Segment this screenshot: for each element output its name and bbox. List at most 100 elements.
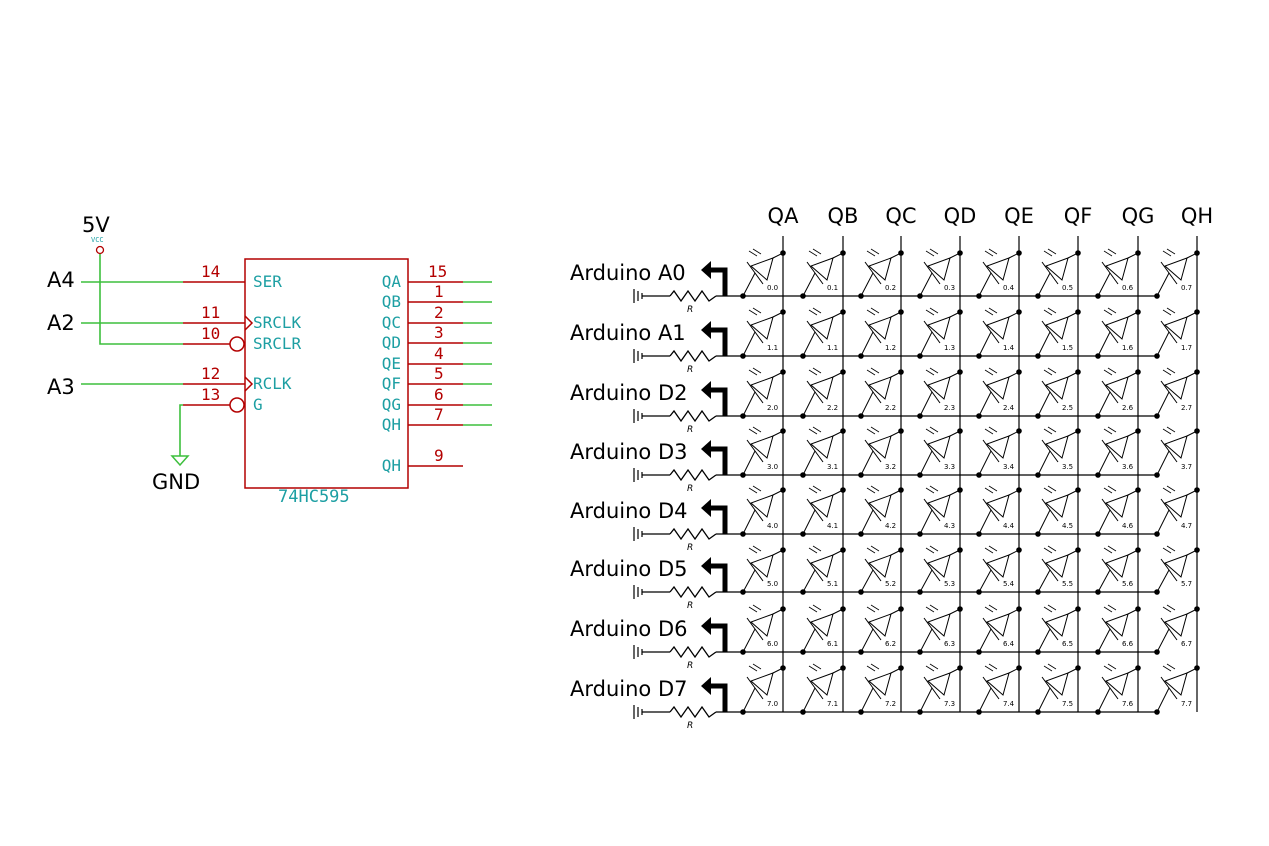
led-lead xyxy=(1008,667,1020,674)
led-label: 3.6 xyxy=(1122,463,1134,471)
led-icon xyxy=(810,376,834,400)
pin-name-qh-serial: QH xyxy=(382,456,401,475)
led-lead xyxy=(1097,628,1111,653)
led-icon xyxy=(1164,672,1188,696)
resistor-icon xyxy=(669,409,717,423)
ic-body xyxy=(244,258,409,489)
led-light-icon xyxy=(1162,485,1176,494)
resistor-label: R xyxy=(687,601,693,611)
led-label: 6.4 xyxy=(1003,640,1015,648)
led-light-icon xyxy=(1103,663,1117,672)
led-light-icon xyxy=(925,604,939,613)
led-light-icon xyxy=(1103,307,1117,316)
led-lead xyxy=(772,608,784,615)
led-light-icon xyxy=(984,545,998,554)
led-icon xyxy=(927,376,951,400)
led-lead xyxy=(860,687,874,713)
resistor-icon xyxy=(669,468,717,482)
resistor-label: R xyxy=(687,543,693,553)
ground-label: GND xyxy=(152,470,200,494)
led-lead xyxy=(832,371,844,378)
led-lead xyxy=(1186,371,1198,378)
power-label: 5V xyxy=(82,213,110,237)
led-lead xyxy=(1186,549,1198,556)
green-wires xyxy=(81,254,492,456)
led-label: 6.3 xyxy=(944,640,955,648)
pin-name-qb: QB xyxy=(382,292,401,311)
arrow-icon xyxy=(709,446,728,475)
led-label: 3.7 xyxy=(1181,463,1192,471)
ground-icon xyxy=(633,527,643,541)
arrow-head-icon xyxy=(701,381,711,399)
led-lead xyxy=(890,549,902,556)
led-lead xyxy=(1186,608,1198,615)
resistor-icon xyxy=(669,527,717,541)
pin-name-qc: QC xyxy=(382,313,401,332)
led-label: 4.2 xyxy=(885,522,896,530)
led-lead xyxy=(949,489,961,496)
pin-number-g: 13 xyxy=(201,385,220,404)
row-label: Arduino D3 xyxy=(570,440,687,464)
led-icon xyxy=(810,316,834,340)
led-label: 2.5 xyxy=(1062,404,1073,412)
led-lead xyxy=(802,569,816,593)
pin-number-qc: 2 xyxy=(434,303,444,322)
led-icon xyxy=(868,494,892,518)
led-light-icon xyxy=(925,248,939,257)
led-lead xyxy=(802,628,816,653)
led-light-icon xyxy=(866,367,880,376)
led-icon xyxy=(868,554,892,578)
led-light-icon xyxy=(1162,367,1176,376)
led-icon xyxy=(927,257,951,281)
pin-name-qd: QD xyxy=(382,333,401,352)
led-label: 7.0 xyxy=(767,700,778,708)
led-lead xyxy=(742,569,756,593)
arrow-head-icon xyxy=(701,499,711,517)
led-lead xyxy=(978,391,992,417)
led-icon xyxy=(986,494,1010,518)
led-lead xyxy=(802,272,816,297)
column-label: QC xyxy=(885,204,916,228)
led-light-icon xyxy=(984,485,998,494)
led-icon xyxy=(927,613,951,637)
led-light-icon xyxy=(1103,604,1117,613)
led-icon xyxy=(1045,316,1069,340)
led-light-icon xyxy=(1162,248,1176,257)
led-icon xyxy=(1045,672,1069,696)
led-lead xyxy=(919,509,933,535)
led-label: 3.3 xyxy=(944,463,955,471)
led-label: 7.5 xyxy=(1062,700,1073,708)
led-icon xyxy=(810,554,834,578)
led-icon xyxy=(810,672,834,696)
led-label: 7.2 xyxy=(885,700,896,708)
led-lead xyxy=(919,569,933,593)
led-light-icon xyxy=(1043,248,1057,257)
led-icon xyxy=(927,494,951,518)
led-label: 0.6 xyxy=(1122,284,1134,292)
led-light-icon xyxy=(1043,367,1057,376)
led-icon xyxy=(1105,257,1129,281)
led-light-icon xyxy=(748,248,762,257)
led-lead xyxy=(860,272,874,297)
led-lead xyxy=(1127,608,1139,615)
led-lead xyxy=(890,489,902,496)
led-light-icon xyxy=(866,545,880,554)
g-to-gnd-wire xyxy=(179,404,183,456)
led-light-icon xyxy=(984,426,998,435)
led-lead xyxy=(1008,311,1020,318)
led-lead xyxy=(949,608,961,615)
led-light-icon xyxy=(925,663,939,672)
led-icon xyxy=(1164,613,1188,637)
led-icon xyxy=(986,316,1010,340)
led-icon xyxy=(750,613,774,637)
led-lead xyxy=(1186,252,1198,259)
led-icon xyxy=(868,672,892,696)
led-lead xyxy=(1008,371,1020,378)
led-lead xyxy=(1097,272,1111,297)
led-icon xyxy=(986,257,1010,281)
led-icon xyxy=(868,613,892,637)
led-lead xyxy=(949,549,961,556)
led-lead xyxy=(1127,430,1139,437)
led-icon xyxy=(927,554,951,578)
